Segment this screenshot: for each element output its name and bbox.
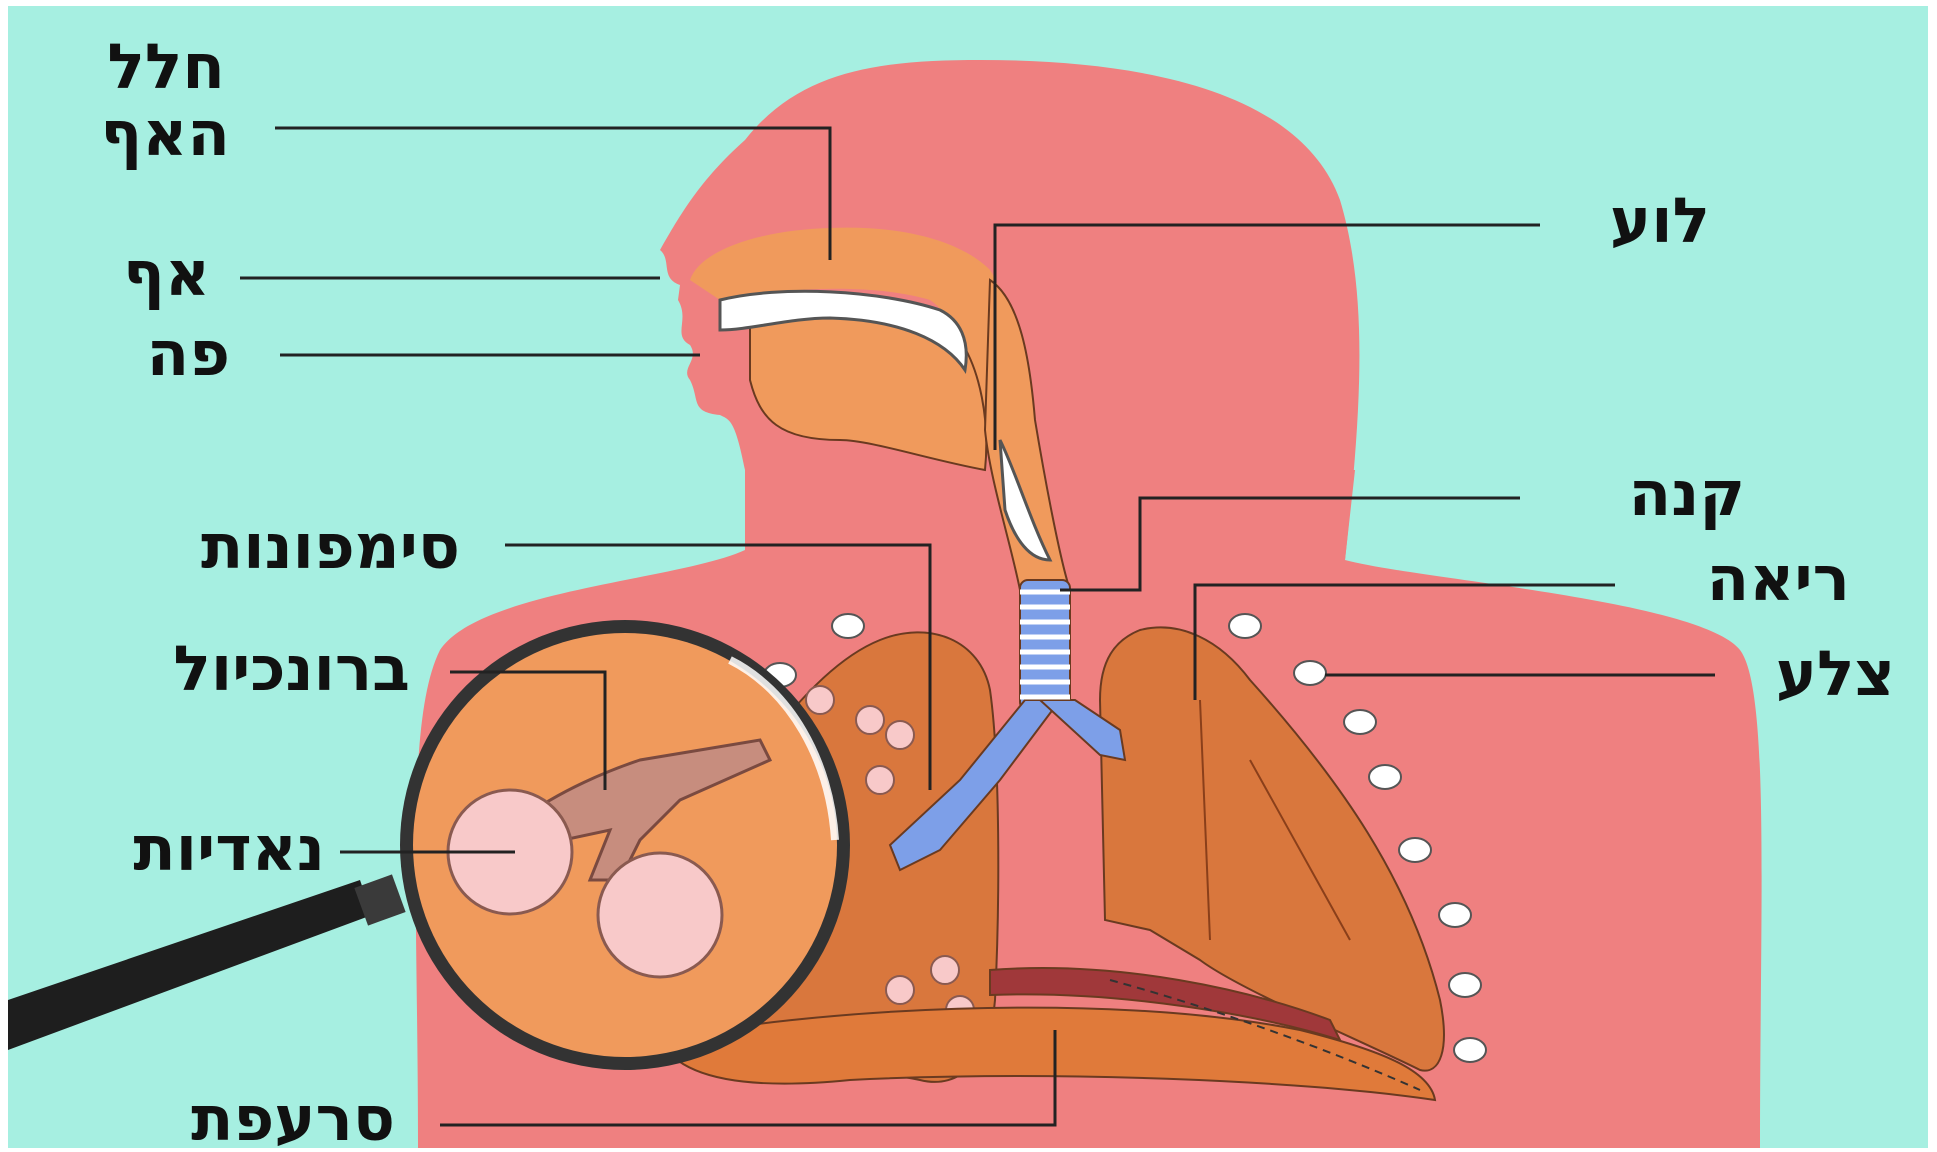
trachea-shape [1020,580,1070,710]
rib-oval [1294,661,1326,685]
alveolus [886,976,914,1004]
alveolus [931,956,959,984]
rib-oval [1229,614,1261,638]
rib-oval [1454,1038,1486,1062]
rib-oval [832,614,864,638]
alveolus [856,706,884,734]
label-nose: אף [123,237,210,310]
label-diaphragm: סרעפת [191,1082,395,1152]
magnified-alveolus [598,853,722,977]
label-nasal-cavity-line2: האף [100,97,230,170]
label-lung: ריאה [1707,542,1850,615]
rib-oval [1449,973,1481,997]
label-rib: צלע [1776,637,1895,710]
label-bronchiole: ברונכיול [173,632,410,705]
rib-oval [1439,903,1471,927]
alveolus [866,766,894,794]
alveolus [806,686,834,714]
label-trachea: קנה [1629,457,1745,530]
label-bronchi: סימפונות [201,510,460,583]
label-pharynx: לוע [1610,184,1710,257]
rib-oval [1399,838,1431,862]
rib-oval [1369,765,1401,789]
label-nasal-cavity-line1: חלל [107,30,225,103]
rib-oval [1344,710,1376,734]
label-mouth: פה [147,317,230,390]
alveolus [886,721,914,749]
label-alveoli: נאדיות [133,812,325,885]
